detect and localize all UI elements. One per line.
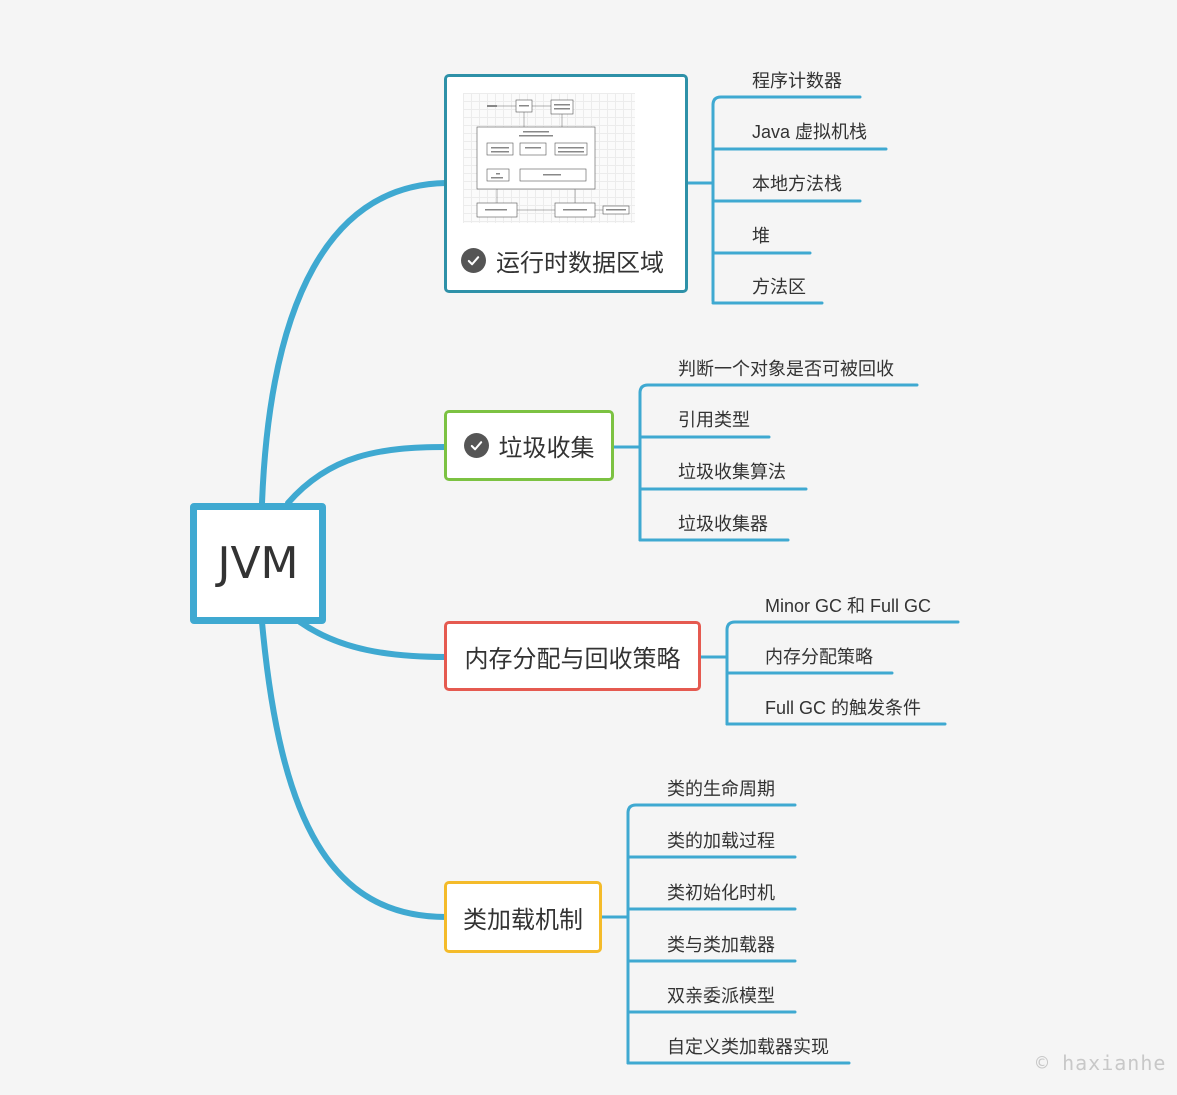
branch-class-loading[interactable]: 类加载机制	[444, 881, 602, 953]
leaf-jvm-stack[interactable]: Java 虚拟机栈	[752, 122, 868, 142]
leaf-custom-classloader[interactable]: 自定义类加载器实现	[667, 1037, 829, 1057]
connector-root-classloading	[259, 619, 449, 920]
root-label: JVM	[217, 538, 299, 589]
root-node-jvm[interactable]: JVM	[190, 503, 326, 624]
branch-label-gc: 垃圾收集	[498, 434, 595, 462]
leaf-gc-collectors[interactable]: 垃圾收集器	[678, 514, 768, 534]
leaf-reference-types[interactable]: 引用类型	[678, 410, 750, 430]
connector-classloading-bracket	[600, 811, 630, 1065]
leaf-program-counter[interactable]: 程序计数器	[752, 71, 842, 91]
connector-root-gc	[285, 444, 449, 506]
leaf-native-method-stack[interactable]: 本地方法栈	[752, 174, 842, 194]
connector-gc-bracket	[612, 391, 642, 542]
connector-root-runtime	[259, 180, 449, 506]
leaf-heap[interactable]: 堆	[752, 226, 770, 246]
leaf-minor-full-gc[interactable]: Minor GC 和 Full GC	[765, 596, 932, 616]
runtime-diagram-image	[463, 93, 635, 223]
leaf-class-and-loader[interactable]: 类与类加载器	[667, 935, 775, 955]
check-circle-icon	[463, 433, 489, 458]
leaf-parent-delegation[interactable]: 双亲委派模型	[667, 986, 775, 1006]
branch-memory-allocation[interactable]: 内存分配与回收策略	[444, 621, 701, 691]
connector-memory-bracket	[699, 628, 729, 726]
connector-root-memory	[297, 619, 449, 660]
watermark: © haxianhe	[1036, 1051, 1167, 1075]
branch-runtime-data-area[interactable]: 运行时数据区域	[444, 74, 688, 293]
leaf-loading-process[interactable]: 类的加载过程	[667, 831, 775, 851]
branch-garbage-collection[interactable]: 垃圾收集	[444, 410, 614, 481]
leaf-init-timing[interactable]: 类初始化时机	[667, 883, 775, 903]
leaf-class-lifecycle[interactable]: 类的生命周期	[667, 779, 775, 799]
leaf-gc-algorithms[interactable]: 垃圾收集算法	[678, 462, 786, 482]
branch-label-memory: 内存分配与回收策略	[464, 644, 681, 673]
branch-label-runtime: 运行时数据区域	[496, 249, 664, 277]
runtime-diagram-thumbnail	[476, 99, 630, 218]
leaf-object-reclaimable[interactable]: 判断一个对象是否可被回收	[678, 359, 894, 379]
connector-runtime-bracket	[686, 103, 715, 303]
leaf-full-gc-triggers[interactable]: Full GC 的触发条件	[765, 698, 922, 718]
branch-label-classloading: 类加载机制	[463, 905, 583, 934]
leaf-allocation-strategy[interactable]: 内存分配策略	[765, 647, 873, 667]
leaf-method-area[interactable]: 方法区	[752, 277, 806, 297]
check-circle-icon	[461, 248, 486, 273]
